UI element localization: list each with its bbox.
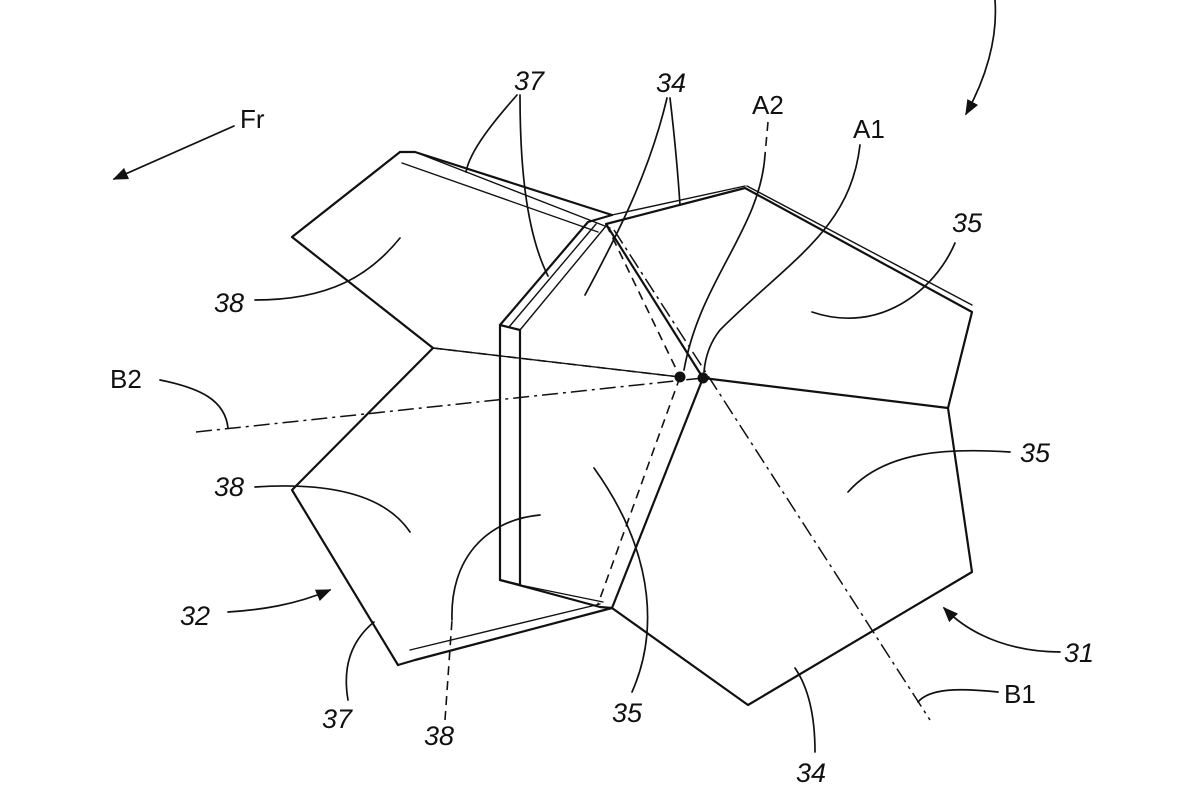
label-b2: B2 bbox=[110, 364, 142, 394]
label-37-top: 37 bbox=[514, 66, 545, 96]
axis-lines bbox=[195, 121, 931, 721]
arrows bbox=[112, 0, 1061, 653]
label-b1: B1 bbox=[1004, 679, 1036, 709]
label-35-bottom: 35 bbox=[612, 698, 643, 728]
front-direction-arrow bbox=[112, 125, 235, 180]
label-35-upper: 35 bbox=[952, 208, 983, 238]
label-fr: Fr bbox=[240, 104, 265, 134]
label-38-bottom: 38 bbox=[424, 721, 454, 751]
assembly-31-arrow bbox=[942, 606, 1061, 653]
figure-pointer-arrow bbox=[965, 0, 997, 116]
label-35-right: 35 bbox=[1020, 438, 1051, 468]
leader-lines bbox=[159, 94, 1011, 753]
labels: Fr 37 34 A2 A1 35 35 35 38 38 38 32 37 3… bbox=[110, 66, 1094, 788]
label-38-lower: 38 bbox=[214, 472, 244, 502]
axis-point-a1 bbox=[697, 372, 709, 384]
label-32: 32 bbox=[180, 601, 210, 631]
label-a2: A2 bbox=[752, 90, 784, 120]
label-31: 31 bbox=[1064, 638, 1094, 668]
label-34-bottom: 34 bbox=[796, 758, 826, 788]
front-body-31 bbox=[604, 185, 974, 707]
label-38-upper: 38 bbox=[214, 288, 244, 318]
hidden-edges bbox=[432, 223, 681, 605]
assembly-32-arrow bbox=[227, 589, 332, 613]
back-body-32 bbox=[290, 150, 681, 667]
label-a1: A1 bbox=[853, 114, 885, 144]
axis-point-a2 bbox=[674, 371, 686, 383]
label-34-top: 34 bbox=[656, 68, 686, 98]
label-37-bottom: 37 bbox=[322, 704, 353, 734]
plate-edge bbox=[498, 213, 614, 610]
